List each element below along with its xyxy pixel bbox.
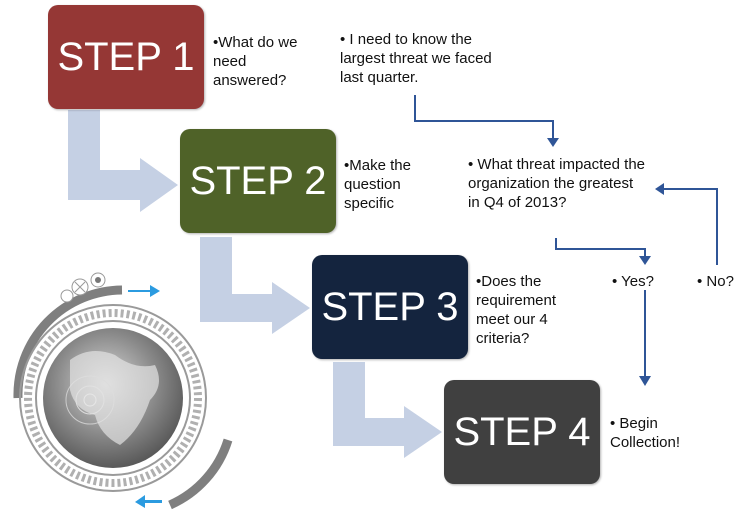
yes-option: • Yes?	[612, 273, 654, 290]
step-1-note: •What do we need answered?	[213, 34, 298, 89]
no-option: • No?	[697, 273, 734, 290]
step-4-note: • Begin Collection!	[610, 415, 681, 451]
step-4-label: STEP 4	[453, 409, 591, 454]
step-3-note: •Does the requirement meet our 4 criteri…	[476, 273, 557, 347]
step-2-box: STEP 2	[180, 129, 336, 233]
arrowheads	[547, 138, 664, 386]
arrow-step3-to-step4	[333, 362, 442, 458]
step-3-label: STEP 3	[321, 284, 459, 329]
step-1-label: STEP 1	[57, 34, 195, 79]
block-arrows	[68, 110, 442, 458]
step-2-label: STEP 2	[189, 158, 327, 203]
step-4-box: STEP 4	[444, 380, 600, 484]
specific-question: • What threat impacted the organization …	[468, 156, 646, 211]
arrow-step1-to-step2	[68, 110, 178, 212]
globe-graphic	[13, 272, 233, 510]
flow-lines	[414, 95, 718, 378]
step-2-note: •Make the question specific	[344, 157, 411, 212]
arrow-step2-to-step3	[200, 237, 310, 334]
need-statement: • I need to know the largest threat we f…	[340, 31, 492, 86]
step-3-box: STEP 3	[312, 255, 468, 359]
step-1-box: STEP 1	[48, 5, 204, 109]
